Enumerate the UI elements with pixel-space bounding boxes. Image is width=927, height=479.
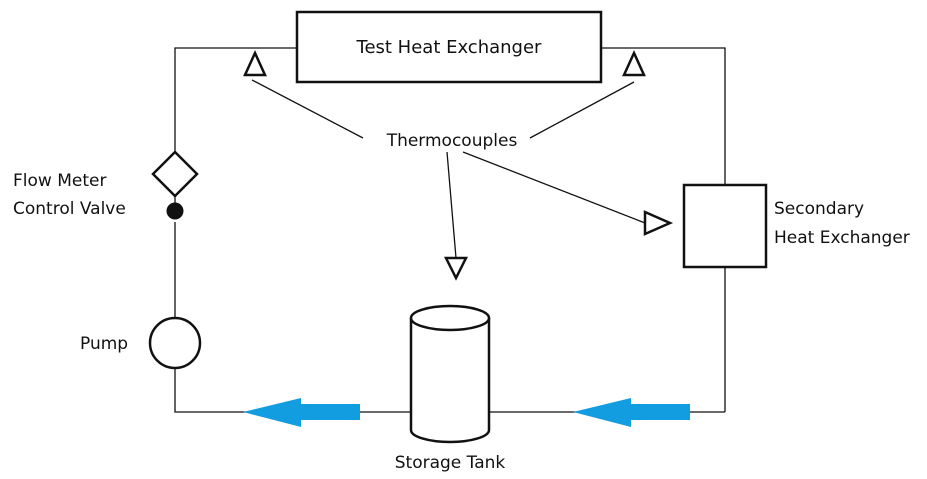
leader-line: [529, 81, 635, 139]
cylinder-icon: [409, 304, 491, 444]
secondary-heat-exchanger-label-line1: Secondary: [774, 199, 864, 219]
flow-direction-arrow-icon: [573, 398, 690, 427]
flow-meter-label: Flow Meter: [13, 171, 106, 191]
pipe-top-left: [174, 47, 297, 152]
leader-line: [446, 151, 457, 259]
flow-direction-arrow-icon: [243, 398, 360, 427]
thermocouple-leader-lines: [251, 79, 646, 259]
test-heat-exchanger: Test Heat Exchanger: [295, 10, 603, 84]
leader-line: [251, 79, 364, 139]
diamond-icon: [151, 150, 199, 198]
leader-line: [462, 151, 646, 224]
flow-arrows: [243, 398, 690, 427]
thermocouple-triangle-icon: [443, 256, 469, 281]
thermocouple-triangle-icon: [243, 49, 267, 77]
control-valve-label: Control Valve: [13, 199, 126, 219]
thermocouple-triangle-icon: [622, 49, 646, 77]
thermocouples-label: Thermocouples: [386, 131, 518, 151]
secondary-heat-exchanger-box: [682, 183, 768, 269]
thermocouple-triangle-icon: [643, 210, 674, 236]
tank-body: [409, 318, 491, 444]
pipe-loop: [174, 47, 726, 413]
filled-circle-icon: [166, 202, 184, 220]
test-heat-exchanger-label: Test Heat Exchanger: [356, 37, 543, 58]
storage-tank-label: Storage Tank: [395, 453, 506, 473]
tank-top: [409, 304, 491, 332]
secondary-heat-exchanger-label-line2: Heat Exchanger: [774, 228, 910, 248]
test-heat-exchanger-box: [295, 10, 603, 84]
pump-label: Pump: [80, 334, 128, 354]
pipe-top-right: [601, 47, 726, 185]
circle-icon: [148, 316, 202, 370]
